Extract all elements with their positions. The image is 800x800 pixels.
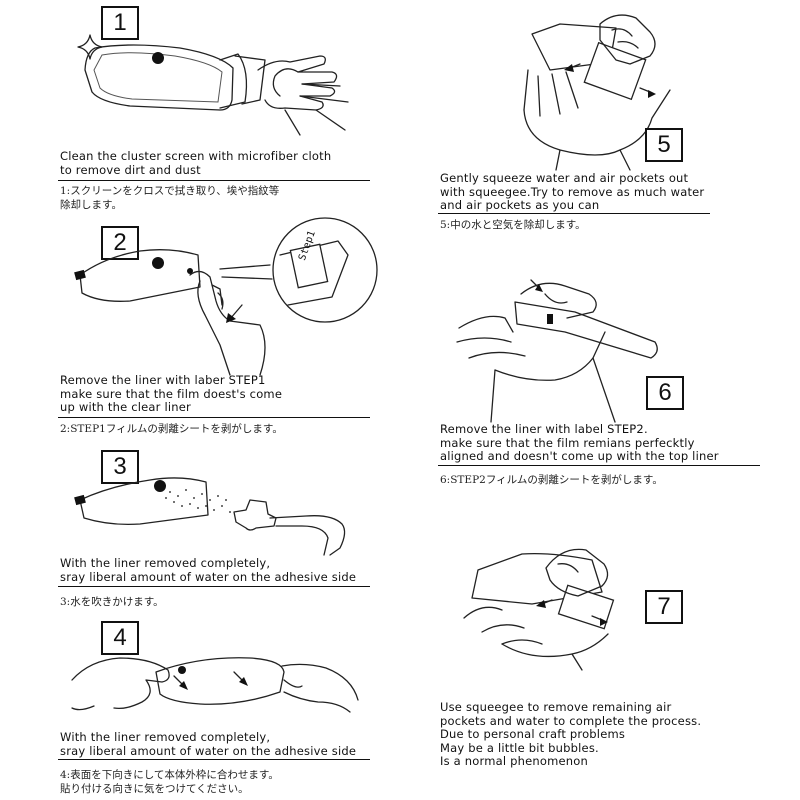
step-instruction-en: Remove the liner with label STEP2.make s… [440,422,719,463]
step-instruction-jp: 2:STEP1フィルムの剥離シートを剥がします。 [60,423,283,435]
final-squeegee-illustration [463,548,615,671]
step2-liner-removal-illustration [456,279,658,423]
step-number-box: 6 [646,376,684,410]
step-instruction-jp: 4:表面を下向きにして本体外枠に合わせます。貼り付ける向きに気をつけてください。 [60,769,279,795]
step-number-box: 2 [101,226,139,260]
step-instruction-en: With the liner removed completely,sray l… [60,730,357,758]
divider [58,180,370,181]
divider [58,586,370,587]
step-instruction-jp: 1:スクリーンをクロスで拭き取り、埃や指紋等除却します。 [60,185,280,211]
screen-cleaning-illustration [77,34,349,136]
liner-removal-illustration [74,217,378,376]
water-spray-illustration [74,477,346,556]
step-number-box: 5 [645,128,683,162]
step-instruction-jp: 6:STEP2フィルムの剥離シートを剥がします。 [440,474,663,486]
step-number-box: 7 [645,590,683,624]
step-instruction-en: Gently squeeze water and air pockets out… [440,171,705,212]
step-instruction-jp: 5:中の水と空気を除却します。 [440,219,586,231]
squeegee-illustration [523,14,671,171]
step-instruction-en: With the liner removed completely,sray l… [60,556,357,584]
step-number-box: 3 [101,450,139,484]
divider [438,465,760,466]
divider [58,417,370,418]
divider [58,759,370,760]
film-alignment-illustration [71,657,359,713]
step-number-box: 1 [101,6,139,40]
step-instruction-jp: 3:水を吹きかけます。 [60,596,164,608]
divider [438,213,710,214]
step-number-box: 4 [101,621,139,655]
step-instruction-en: Clean the cluster screen with microfiber… [60,149,332,177]
